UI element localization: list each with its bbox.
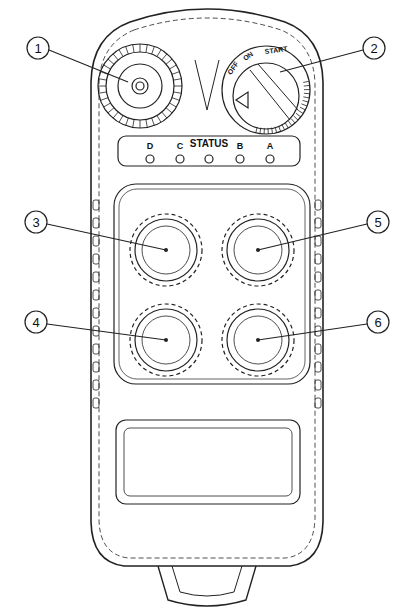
led-label: A	[267, 142, 274, 151]
callout-number: 2	[370, 42, 377, 55]
switch-position: OFF	[226, 60, 240, 75]
callout-number: 4	[32, 316, 39, 329]
callout-number: 6	[374, 316, 381, 329]
led-label: C	[177, 142, 184, 151]
callout-number: 1	[34, 42, 41, 55]
callout-number: 5	[374, 216, 381, 229]
led-label: D	[147, 142, 154, 151]
callout-number: 3	[32, 216, 39, 229]
led-label: B	[237, 142, 244, 151]
status-label: STATUS	[190, 139, 229, 149]
